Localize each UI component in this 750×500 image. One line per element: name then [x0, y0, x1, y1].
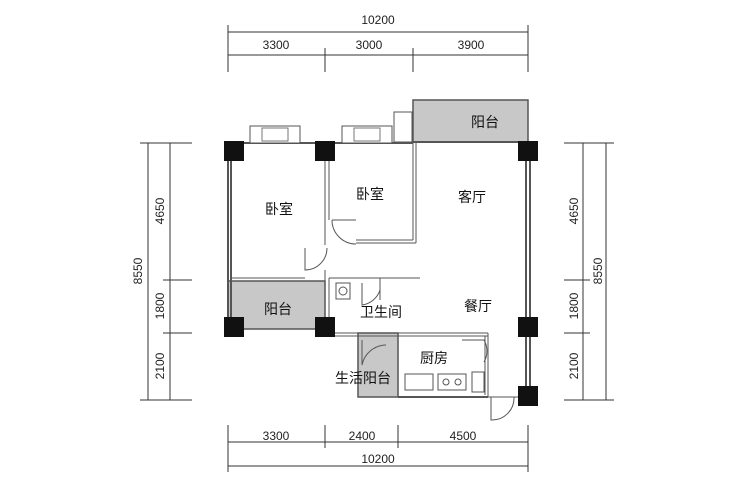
- bottom-dimension-group: 3300 2400 4500 10200: [227, 425, 529, 472]
- room-label-utility-balcony: 生活阳台: [335, 371, 391, 387]
- bottom-dimension-3: 4500: [450, 429, 477, 443]
- room-label-bedroom-1: 卧室: [265, 201, 293, 218]
- left-dimension-3: 2100: [153, 352, 167, 379]
- top-dimension-3: 3900: [458, 38, 485, 52]
- column-bottom-right: [518, 386, 538, 406]
- doors: [304, 219, 515, 421]
- top-dimension-1: 3300: [263, 38, 290, 52]
- balcony-top-area: [412, 99, 529, 143]
- bottom-dimension-1: 3300: [263, 429, 290, 443]
- room-label-bathroom: 卫生间: [360, 305, 402, 321]
- right-total-dimension: 8550: [591, 257, 605, 284]
- right-dimension-1: 4650: [567, 197, 581, 224]
- room-label-balcony-top: 阳台: [471, 115, 499, 131]
- left-total-dimension: 8550: [131, 257, 145, 284]
- columns: [224, 141, 538, 406]
- left-dimension-group: 8550 4650 1800 2100: [131, 142, 192, 401]
- stove-icon: [437, 373, 467, 391]
- left-dimension-1: 4650: [153, 197, 167, 224]
- bottom-dimension-2: 2400: [349, 429, 376, 443]
- column-top-right: [518, 141, 538, 161]
- top-dimension-2: 3000: [356, 38, 383, 52]
- column-top-mid: [315, 141, 335, 161]
- column-mid-center: [315, 317, 335, 337]
- fixtures: [335, 282, 485, 393]
- window-bays: [249, 111, 413, 144]
- left-dimension-2: 1800: [153, 292, 167, 319]
- top-dimension-group: 10200 3300 3000 3900: [227, 13, 529, 72]
- column-mid-left: [224, 317, 244, 337]
- top-total-dimension: 10200: [361, 13, 395, 27]
- room-label-kitchen: 厨房: [420, 351, 448, 367]
- bottom-total-dimension: 10200: [361, 452, 395, 466]
- walls: [227, 141, 531, 398]
- right-dimension-3: 2100: [567, 352, 581, 379]
- column-top-left: [224, 141, 244, 161]
- utility-balcony-area: [357, 332, 399, 398]
- room-label-balcony-left: 阳台: [264, 302, 292, 318]
- fridge-icon: [471, 371, 485, 393]
- balcony-left-area: [227, 280, 326, 330]
- right-dimension-group: 4650 1800 2100 8550: [564, 142, 614, 401]
- toilet-icon: [335, 282, 351, 300]
- column-mid-right: [518, 317, 538, 337]
- room-label-bedroom-2: 卧室: [356, 186, 384, 203]
- sink-icon: [404, 373, 434, 391]
- room-label-living-room: 客厅: [458, 189, 486, 206]
- right-dimension-2: 1800: [567, 292, 581, 319]
- room-label-dining-room: 餐厅: [464, 299, 492, 315]
